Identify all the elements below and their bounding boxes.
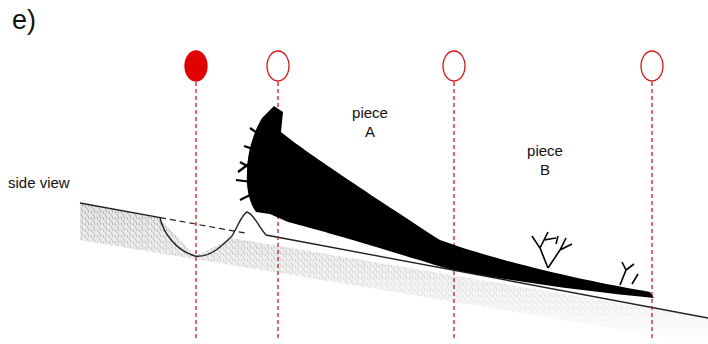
piece-label: piece B	[522, 142, 568, 180]
view-label: side view	[8, 174, 70, 193]
piece-label: piece A	[347, 104, 393, 142]
fallen-log	[247, 106, 654, 298]
former-surface	[160, 218, 245, 233]
roots	[236, 128, 260, 200]
branches	[532, 232, 638, 285]
panel-label: e)	[12, 4, 36, 38]
survey-pins	[185, 51, 663, 340]
